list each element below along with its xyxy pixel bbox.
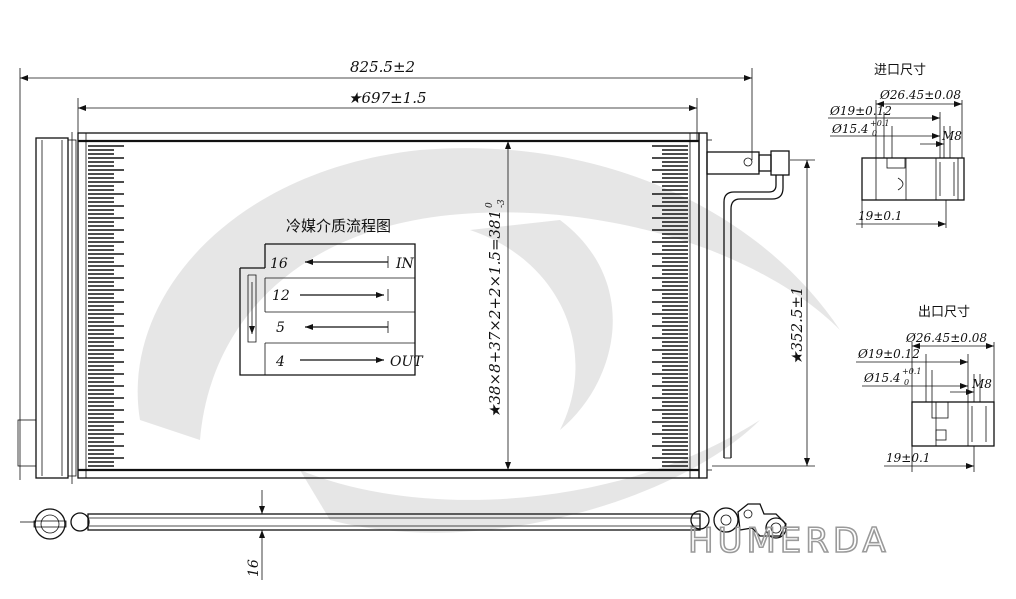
outlet-title: 出口尺寸	[918, 305, 970, 320]
inlet-detail: 进口尺寸 Ø26.45±0.08 Ø19±0.12 Ø15.4 +0.1 0 M…	[828, 63, 965, 228]
condenser-core	[77, 132, 700, 479]
outlet-mid-diameter: Ø19±0.12	[857, 347, 920, 361]
core-width-label: ★697±1.5	[348, 89, 427, 107]
inlet-title: 进口尺寸	[874, 63, 926, 78]
watermark-swoosh	[137, 148, 841, 533]
inlet-inner-tol-lower: 0	[872, 129, 877, 138]
core-height-tol-upper: 0	[485, 202, 495, 208]
fins-left	[88, 145, 124, 467]
inlet-mid-diameter: Ø19±0.12	[829, 104, 892, 118]
thickness-label: 16	[246, 559, 262, 577]
inlet-outer-diameter: Ø26.45±0.08	[879, 88, 961, 102]
inlet-pipe	[706, 150, 790, 459]
inlet-offset: 19±0.1	[858, 209, 902, 223]
outlet-detail: 出口尺寸 Ø26.45±0.08 Ø19±0.12 Ø15.4 +0.1 0 M…	[856, 305, 995, 472]
overall-width-dimension: 825.5±2	[19, 58, 753, 480]
flow-diagram: 冷媒介质流程图 16 IN 12 5 4 OUT	[239, 217, 424, 376]
watermark-logo: HUMERDA	[688, 521, 890, 561]
flow-diagram-title: 冷媒介质流程图	[286, 217, 391, 235]
height-label: ★352.5±1	[788, 286, 806, 365]
side-view	[20, 503, 787, 540]
outlet-inner-diameter: Ø15.4	[863, 371, 901, 385]
inlet-inner-diameter: Ø15.4	[831, 122, 869, 136]
pass-2-count: 12	[272, 288, 290, 304]
outlet-offset: 19±0.1	[886, 451, 930, 465]
pass-3-count: 5	[276, 320, 285, 336]
core-height-tol-lower: -3	[497, 199, 507, 208]
pass-1-label: IN	[395, 256, 415, 272]
overall-width-label: 825.5±2	[350, 58, 415, 76]
left-header-tank	[17, 132, 77, 484]
outlet-inner-tol-upper: +0.1	[902, 367, 921, 376]
height-dimension: ★352.5±1	[712, 159, 815, 467]
fins-right	[652, 145, 688, 467]
core-height-label: ★38×8+37×2+2×1.5=381	[486, 210, 504, 418]
pass-4-count: 4	[275, 354, 285, 370]
core-height-dimension: ★38×8+37×2+2×1.5=381 0 -3	[485, 141, 511, 470]
outlet-outer-diameter: Ø26.45±0.08	[905, 331, 987, 345]
outlet-inner-tol-lower: 0	[904, 378, 909, 387]
thickness-dimension: 16	[246, 490, 272, 580]
outlet-thread: M8	[971, 377, 992, 391]
right-header-tank	[698, 132, 712, 479]
inlet-thread: M8	[941, 129, 962, 143]
pass-4-label: OUT	[390, 354, 424, 370]
pass-1-count: 16	[270, 256, 288, 272]
inlet-inner-tol-upper: +0.1	[870, 119, 889, 128]
